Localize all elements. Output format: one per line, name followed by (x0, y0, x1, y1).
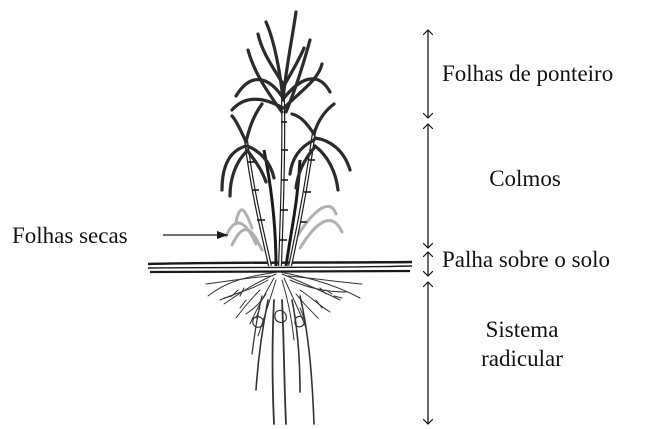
label-folhas-secas: Folhas secas (12, 222, 128, 250)
label-radicular: radicular (462, 345, 582, 373)
dry-leaves (226, 206, 342, 250)
top-leaves (222, 12, 350, 196)
label-sistema: Sistema (462, 316, 582, 344)
label-folhas-de-ponteiro: Folhas de ponteiro (442, 60, 613, 88)
label-colmos: Colmos (470, 165, 580, 193)
label-palha-sobre-o-solo: Palha sobre o solo (442, 246, 610, 274)
root-system (206, 272, 362, 424)
